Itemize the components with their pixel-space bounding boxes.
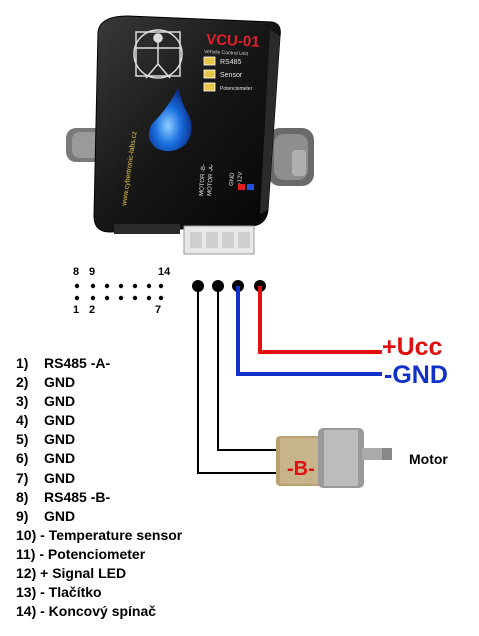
- indicator-list: RS485 Sensor Potenciometer: [203, 56, 253, 92]
- pin-description: GND: [44, 412, 76, 429]
- indicator-sensor: Sensor: [220, 72, 243, 79]
- list-item: 3) GND: [16, 392, 182, 411]
- connector-label-gnd: GND: [229, 172, 236, 186]
- connector-label-motor-a: MOTOR -A-: [207, 164, 215, 196]
- gnd-label: -GND: [384, 361, 448, 389]
- pin-number: 5): [16, 431, 29, 448]
- device-title: VCU-01: [206, 31, 260, 51]
- list-item: 8) RS485 -B-: [16, 488, 182, 507]
- device-subtitle: Vehicle Control Unit: [204, 49, 249, 57]
- indicator-rs485: RS485: [220, 59, 242, 66]
- pin-number: 10): [16, 526, 37, 543]
- list-item: 4) GND: [16, 411, 182, 430]
- pin-dot: [132, 295, 138, 301]
- pin-label-14: 14: [158, 266, 171, 278]
- pin-number: 9): [16, 507, 29, 524]
- pin-description: GND: [44, 431, 76, 448]
- pin-number: 11): [16, 545, 36, 562]
- pin-number: 2): [16, 374, 29, 391]
- right-cable-gland: [268, 128, 314, 186]
- motor-wire-a: [217, 286, 278, 451]
- list-item: 11) - Potenciometer: [16, 545, 182, 564]
- status-led-blue: [247, 184, 254, 190]
- ucc-wire: [258, 286, 382, 354]
- list-item: 6) GND: [16, 449, 182, 468]
- water-drop-led: [148, 88, 192, 152]
- pin-description: RS485 -B-: [44, 488, 111, 505]
- pin-description: + Signal LED: [40, 565, 127, 582]
- pin-description: RS485 -A-: [44, 355, 111, 371]
- pin-number: 3): [16, 393, 29, 410]
- pin-description: - Potenciometer: [39, 545, 146, 562]
- pin-dot: [74, 283, 80, 289]
- pin-description: - Temperature sensor: [40, 526, 183, 543]
- pin-dot: [118, 283, 124, 289]
- pin-dot: [158, 295, 164, 301]
- pin-number: 13): [16, 584, 37, 601]
- list-item: 12) + Signal LED: [16, 564, 182, 583]
- motor-terminal-label: -B-: [285, 458, 317, 481]
- pin-dot: [132, 283, 138, 289]
- list-item: 13) - Tlačítko: [16, 583, 182, 602]
- connector-label-12v: +12V: [237, 172, 244, 187]
- pin-dot: [118, 295, 124, 301]
- pin-label-8: 8: [73, 266, 80, 278]
- pin-number: 8): [16, 488, 29, 505]
- pin-description: GND: [44, 507, 76, 524]
- pin-label-1: 1: [73, 304, 80, 316]
- pin-number: 6): [16, 450, 29, 467]
- device-illustration: VCU-01 Vehicle Control Unit RS485 Sensor…: [66, 15, 314, 255]
- power-motor-connector: [183, 225, 255, 255]
- pin-dot: [146, 283, 152, 289]
- pin-number: 4): [16, 412, 29, 429]
- pin-number: 12): [16, 565, 37, 582]
- pin-number: 7): [16, 469, 29, 486]
- pin-number: 1): [16, 355, 29, 371]
- pin-dot: [146, 295, 152, 301]
- pin-list: 1) RS485 -A- 2) GND 3) GND 4) GND 5) GND 6) GN…: [16, 354, 182, 621]
- pin-dot: [158, 283, 164, 289]
- list-item: 5) GND: [16, 430, 182, 449]
- pin-description: GND: [44, 374, 76, 391]
- pin-dot: [74, 295, 80, 301]
- pin-dot: [90, 295, 96, 301]
- pin-description: - Tlačítko: [40, 584, 102, 601]
- gnd-wire: [236, 286, 382, 376]
- connector-label-motor-b: MOTOR -B-: [199, 164, 207, 196]
- list-item: 1) RS485 -A-: [16, 354, 182, 373]
- list-item: 14) - Koncový spínač: [16, 602, 182, 621]
- pin-label-9: 9: [89, 266, 96, 278]
- indicator-potenciometer: Potenciometer: [220, 86, 253, 92]
- pin-description: GND: [44, 393, 76, 410]
- status-led-red: [238, 184, 245, 190]
- motor-label: Motor: [409, 451, 448, 467]
- pin-dot: [104, 283, 110, 289]
- pin-description: GND: [44, 469, 76, 486]
- pin-description: - Koncový spínač: [40, 603, 157, 620]
- list-item: 10) - Temperature sensor: [16, 526, 182, 545]
- vitruvian-logo: [133, 29, 183, 79]
- pin-dot: [90, 283, 96, 289]
- motor-wire-b: [197, 286, 278, 474]
- list-item: 9) GND: [16, 507, 182, 526]
- pin-label-2: 2: [89, 304, 96, 316]
- list-item: 2) GND: [16, 373, 182, 392]
- pin-header-diagram: [74, 283, 164, 301]
- pin-label-7: 7: [155, 304, 162, 316]
- pin-number: 14): [16, 603, 37, 620]
- pin-description: GND: [44, 450, 76, 467]
- pin-dot: [104, 295, 110, 301]
- list-item: 7) GND: [16, 469, 182, 488]
- ucc-label: +Ucc: [382, 333, 443, 361]
- device-pin-header: [114, 224, 180, 234]
